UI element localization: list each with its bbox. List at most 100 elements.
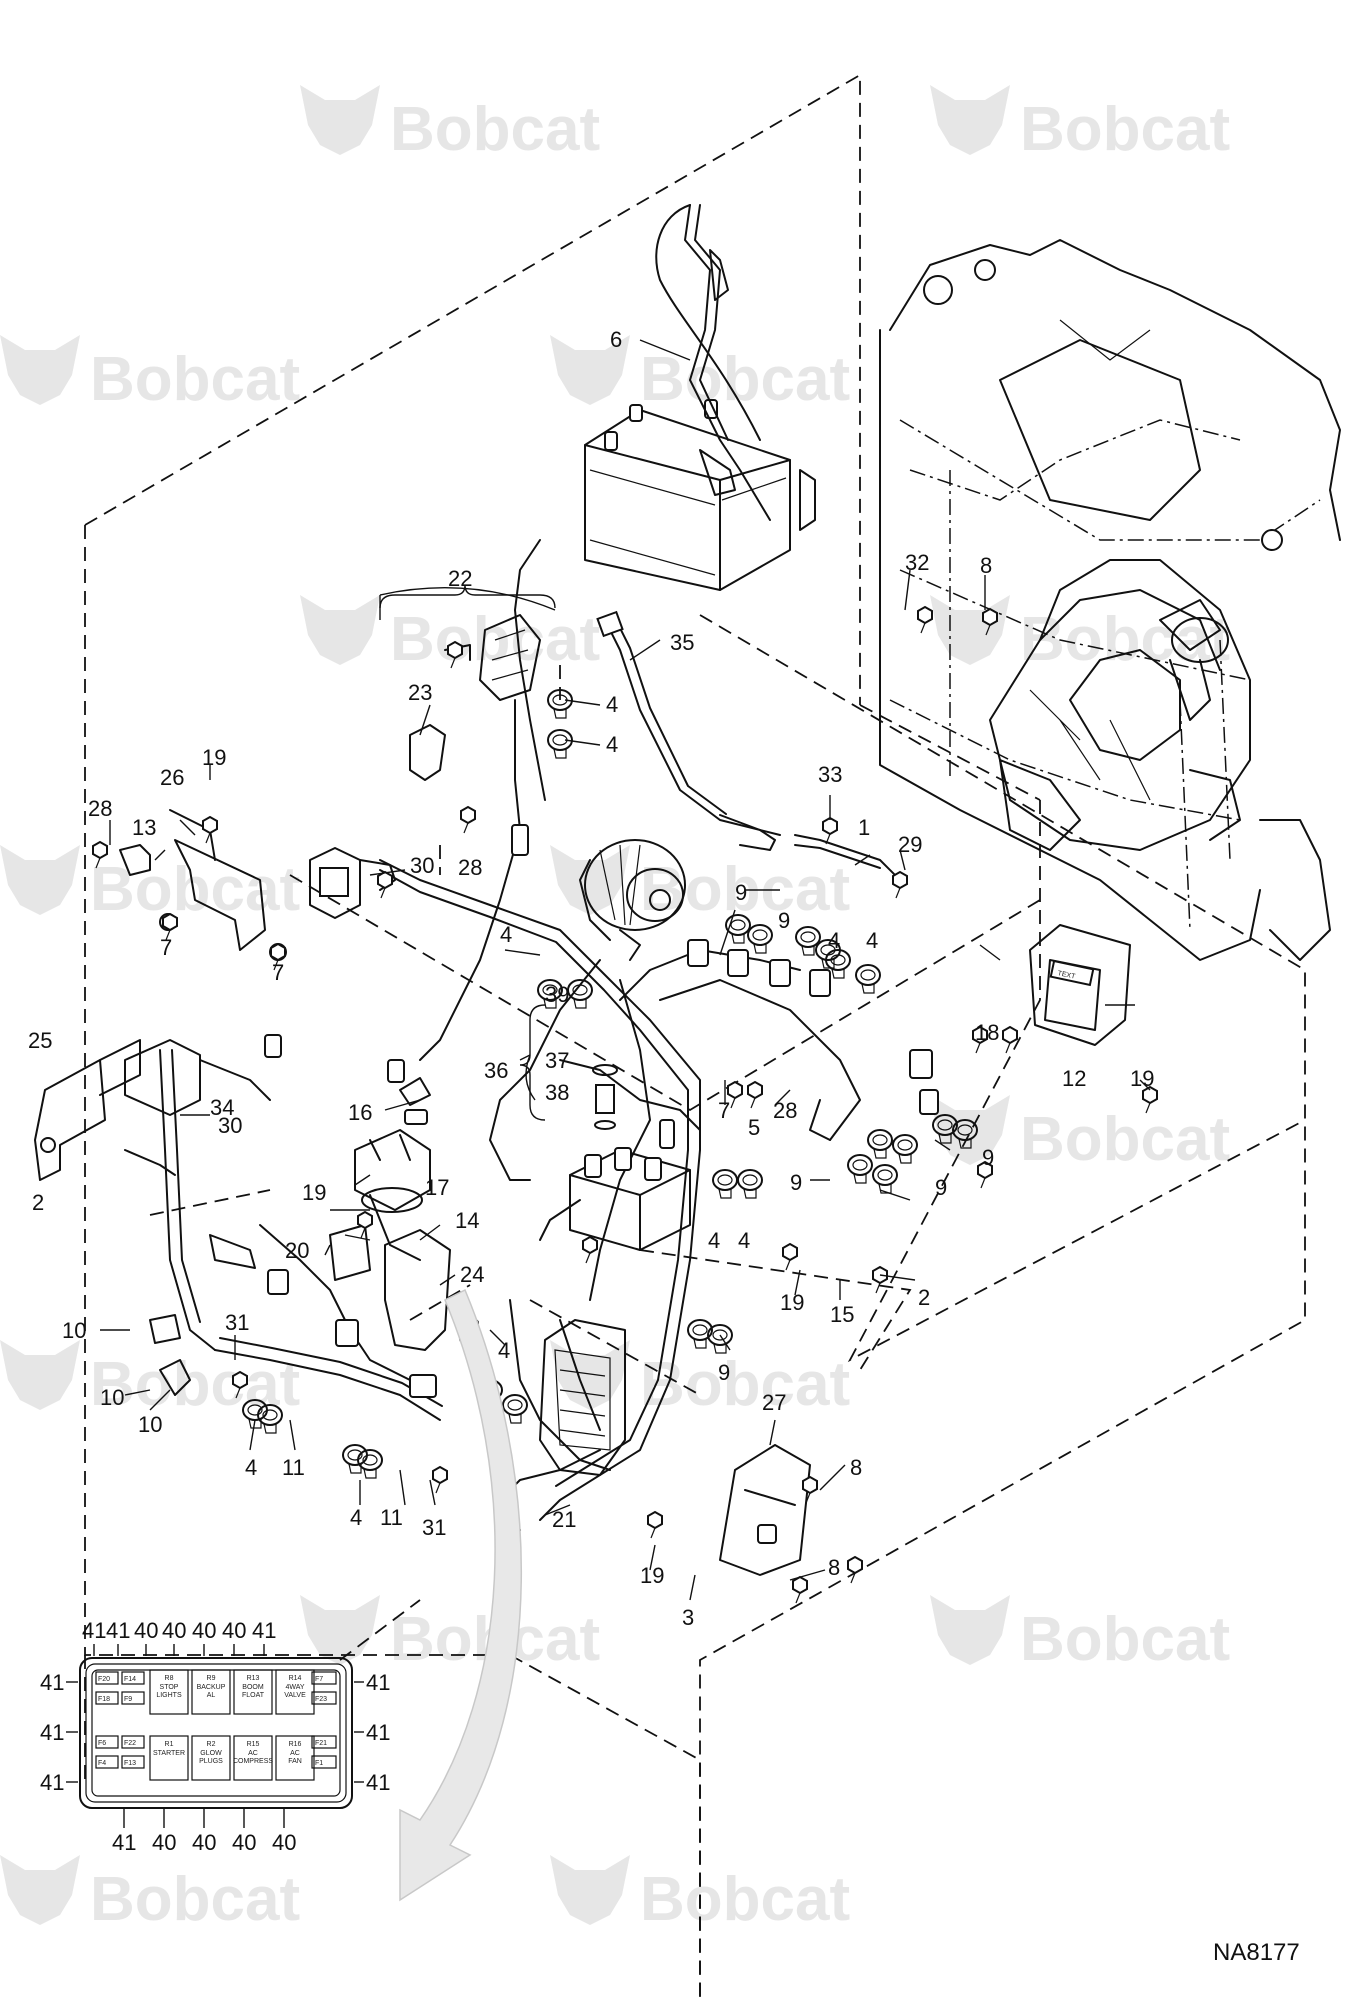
relay-slot	[233, 1669, 273, 1715]
callout-label: 4	[350, 1505, 362, 1530]
fuse-panel-callout: 41	[40, 1720, 64, 1745]
callout-label: 28	[773, 1098, 797, 1123]
relay-label: AC	[248, 1750, 258, 1757]
fuse-label: F1	[315, 1760, 323, 1767]
bobcat-logo-icon	[930, 1595, 1010, 1665]
callout-label: 10	[138, 1412, 162, 1437]
callout-label: 5	[748, 1115, 760, 1140]
assembly-frame-lines	[84, 73, 1306, 2000]
heat-shield	[329, 1224, 451, 1351]
mounting-bracket-27	[719, 1444, 811, 1576]
callout-label: 18	[975, 1020, 999, 1045]
hose-clamp	[872, 1164, 898, 1194]
diagram-reference-id: NA8177	[1213, 1939, 1300, 1966]
bolt	[582, 1235, 598, 1264]
bobcat-logo-icon	[930, 595, 1010, 665]
bobcat-logo-icon	[0, 845, 80, 915]
relay-id: R13	[247, 1675, 260, 1682]
callout-label: 4	[500, 922, 512, 947]
bolt	[460, 805, 476, 834]
callout-label: 4	[245, 1455, 257, 1480]
bolt	[977, 1160, 993, 1189]
hose-clamps	[242, 689, 978, 1479]
hose-clamp	[892, 1134, 918, 1164]
bolt	[982, 607, 998, 636]
bolt	[782, 1242, 798, 1271]
callout-label: 19	[780, 1290, 804, 1315]
callout-label: 15	[830, 1302, 854, 1327]
controller-module: TEXT	[1029, 924, 1131, 1046]
sensors	[149, 1077, 431, 1396]
watermark-text: Bobcat	[90, 345, 300, 414]
bobcat-logo-icon	[0, 1340, 80, 1410]
relay-label: FLOAT	[242, 1692, 265, 1699]
detail-arrow	[399, 1288, 523, 1902]
bolt	[647, 1510, 663, 1539]
callout-label: 4	[498, 1338, 510, 1363]
controller-label: TEXT	[1057, 970, 1077, 981]
hose-clamp	[867, 1129, 893, 1159]
relay-label: PLUGS	[199, 1758, 223, 1765]
bolt	[972, 1025, 988, 1054]
callout-label: 7	[272, 960, 284, 985]
fuse-label: F4	[98, 1760, 106, 1767]
callout-label: 9	[778, 908, 790, 933]
relay-slot	[191, 1669, 231, 1715]
group-brace-36	[519, 1004, 546, 1121]
fuse-slot	[311, 1671, 337, 1685]
hose-clamp	[847, 1154, 873, 1184]
fuse-slot	[95, 1671, 119, 1685]
callout-label: 9	[790, 1170, 802, 1195]
watermark: Bobcat	[550, 1855, 850, 1934]
battery-cable	[655, 204, 816, 531]
hose-clamp	[687, 1319, 713, 1349]
fuel-filter-head	[354, 1109, 431, 1213]
bolt	[162, 912, 178, 941]
callout-label: 10	[100, 1385, 124, 1410]
fuse-panel-frame	[79, 1657, 353, 1809]
bolt	[917, 605, 933, 634]
callout-label: 19	[302, 1180, 326, 1205]
watermark: Bobcat	[930, 85, 1230, 164]
bobcat-logo-icon	[0, 1855, 80, 1925]
bolt	[377, 870, 393, 899]
fuse-panel-callout: 40	[152, 1830, 176, 1855]
hose-clamp	[502, 1394, 528, 1424]
callout-label: 12	[1062, 1066, 1086, 1091]
bolt	[747, 1080, 763, 1109]
callout-label: 8	[980, 553, 992, 578]
alternator	[579, 839, 686, 961]
hose-clamp	[747, 924, 773, 954]
callout-label: 14	[455, 1208, 479, 1233]
callout-label: 10	[62, 1318, 86, 1343]
relay-label: AL	[207, 1692, 216, 1699]
callout-label: 31	[422, 1515, 446, 1540]
loader-frame	[879, 239, 1341, 961]
watermark: Bobcat	[0, 1340, 300, 1419]
watermark-text: Bobcat	[90, 1350, 300, 1419]
fuse-panel-callout: 41	[366, 1770, 390, 1795]
relay-id: R8	[165, 1675, 174, 1682]
callout-label: 29	[898, 832, 922, 857]
watermark: Bobcat	[0, 335, 300, 414]
relay-label: BACKUP	[197, 1684, 226, 1691]
callout-label: 24	[460, 1262, 484, 1287]
fuse-slot	[95, 1735, 119, 1749]
watermark-text: Bobcat	[640, 1350, 850, 1419]
watermark-text: Bobcat	[640, 1865, 850, 1934]
relay-label: VALVE	[284, 1692, 306, 1699]
hose-clamp	[737, 1169, 763, 1199]
callout-label: 4	[606, 732, 618, 757]
bolt	[727, 1080, 743, 1109]
fuse-label: F14	[124, 1676, 136, 1683]
fuse-label: F13	[124, 1760, 136, 1767]
fuse-panel-callout: 40	[222, 1618, 246, 1643]
callout-label: 25	[28, 1028, 52, 1053]
bobcat-logo-icon	[930, 85, 1010, 155]
fuse-label: F22	[124, 1740, 136, 1747]
watermark-text: Bobcat	[1020, 95, 1230, 164]
callout-label: 37	[545, 1048, 569, 1073]
